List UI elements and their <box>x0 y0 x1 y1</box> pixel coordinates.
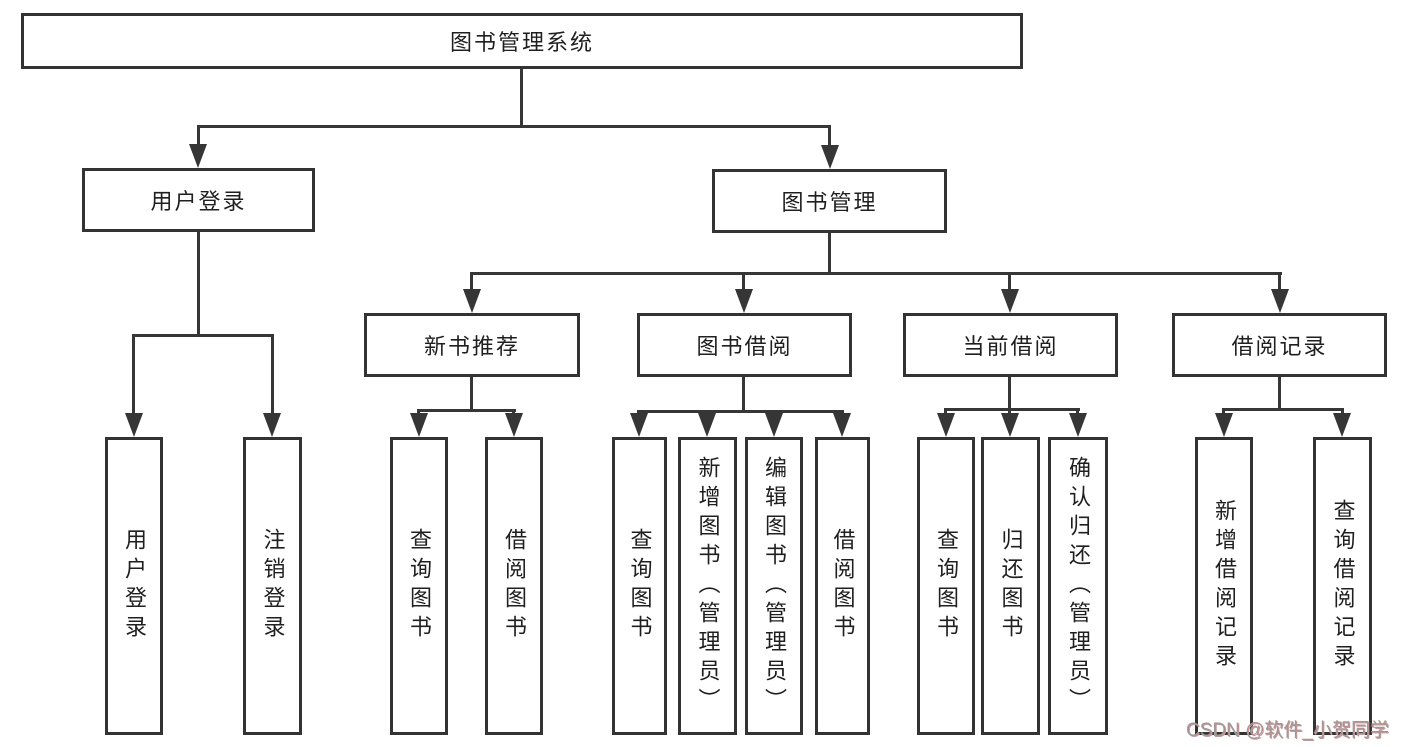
connector-leaf-stem <box>271 334 274 414</box>
connector-leaf-stem <box>1008 408 1011 414</box>
node-current-borrow: 当前借阅 <box>903 313 1118 377</box>
node-book-management-label: 图书管理 <box>781 190 878 215</box>
arrow-down-icon <box>505 413 523 437</box>
connector-book-mgmt-stem <box>828 233 831 272</box>
leaf-borrow-books-recommend: 借阅图书 <box>485 437 543 735</box>
leaf-borrow-books-label: 借阅图书 <box>830 528 856 644</box>
csdn-watermark: CSDN @软件_小贺同学 <box>1186 720 1389 741</box>
leaf-query-books-current-label: 查询图书 <box>934 528 959 644</box>
connector-book-mgmt-bus <box>470 272 1282 275</box>
node-book-management: 图书管理 <box>712 169 947 233</box>
arrow-down-icon <box>630 413 648 437</box>
leaf-query-books-borrow: 查询图书 <box>612 437 667 735</box>
node-book-borrow: 图书借阅 <box>637 313 852 377</box>
node-root: 图书管理系统 <box>21 13 1023 69</box>
arrow-down-icon <box>463 289 481 313</box>
connector-leaf-stem <box>772 410 775 414</box>
connector-leaf-stem <box>470 272 473 290</box>
leaf-logout-label: 注销登录 <box>260 528 286 644</box>
connector-borrow-records-bus <box>1222 408 1344 411</box>
connector-to-book-mgmt-stem <box>828 125 831 146</box>
node-user-login-label: 用户登录 <box>150 189 247 214</box>
connector-leaf-stem <box>1222 408 1225 414</box>
connector-leaf-stem <box>1341 408 1344 414</box>
leaf-add-borrow-record: 新增借阅记录 <box>1195 437 1253 735</box>
connector-leaf-stem <box>1076 408 1079 414</box>
connector-leaf-stem <box>417 409 420 414</box>
arrow-down-icon <box>937 413 955 437</box>
leaf-query-books-current: 查询图书 <box>917 437 975 735</box>
node-user-login: 用户登录 <box>82 168 315 232</box>
leaf-user-login-label: 用户登录 <box>122 528 147 644</box>
leaf-edit-book-admin-label: 编辑图书（管理员） <box>762 455 787 717</box>
arrow-down-icon <box>263 413 281 437</box>
connector-to-user-login-stem <box>197 125 200 145</box>
arrow-down-icon <box>833 413 851 437</box>
leaf-borrow-books: 借阅图书 <box>815 437 870 735</box>
leaf-return-book: 归还图书 <box>981 437 1040 735</box>
connector-root-bus <box>197 125 831 128</box>
leaf-add-book-admin: 新增图书（管理员） <box>678 437 737 735</box>
connector-book-borrow-stem <box>742 377 745 410</box>
connector-leaf-stem <box>132 334 135 414</box>
leaf-add-borrow-record-label: 新增借阅记录 <box>1212 499 1237 673</box>
leaf-borrow-books-recommend-label: 借阅图书 <box>502 528 527 644</box>
leaf-logout: 注销登录 <box>243 437 302 735</box>
leaf-add-book-admin-label: 新增图书（管理员） <box>695 455 721 717</box>
arrow-down-icon <box>189 144 207 168</box>
leaf-query-borrow-record: 查询借阅记录 <box>1313 437 1372 735</box>
arrow-down-icon <box>821 145 839 169</box>
node-borrow-records-label: 借阅记录 <box>1231 334 1328 359</box>
arrow-down-icon <box>698 413 716 437</box>
connector-new-book-bus <box>417 409 516 412</box>
node-current-borrow-label: 当前借阅 <box>962 334 1059 359</box>
connector-new-book-stem <box>470 377 473 409</box>
leaf-confirm-return-admin: 确认归还（管理员） <box>1048 437 1108 735</box>
connector-leaf-stem <box>742 272 745 290</box>
connector-leaf-stem <box>637 410 640 414</box>
connector-leaf-stem <box>944 408 947 414</box>
connector-leaf-stem <box>706 410 709 414</box>
arrow-down-icon <box>735 289 753 313</box>
leaf-user-login: 用户登录 <box>105 437 163 735</box>
node-new-book-recommend: 新书推荐 <box>364 313 580 377</box>
leaf-query-books-recommend-label: 查询图书 <box>407 528 432 644</box>
arrow-down-icon <box>1333 413 1351 437</box>
connector-user-login-bus <box>132 334 274 337</box>
arrow-down-icon <box>1215 413 1233 437</box>
connector-current-borrow-stem <box>1008 377 1011 408</box>
connector-book-borrow-bus <box>637 410 844 413</box>
connector-borrow-records-stem <box>1278 377 1281 408</box>
arrow-down-icon <box>1069 413 1087 437</box>
connector-leaf-stem <box>841 410 844 414</box>
arrow-down-icon <box>765 413 783 437</box>
node-root-label: 图书管理系统 <box>449 30 594 55</box>
leaf-confirm-return-admin-label: 确认归还（管理员） <box>1066 455 1091 717</box>
node-book-borrow-label: 图书借阅 <box>696 334 793 359</box>
leaf-query-borrow-record-label: 查询借阅记录 <box>1330 499 1356 673</box>
arrow-down-icon <box>1271 289 1289 313</box>
connector-user-login-stem <box>197 232 200 334</box>
node-new-book-recommend-label: 新书推荐 <box>423 334 520 359</box>
arrow-down-icon <box>410 413 428 437</box>
connector-current-borrow-bus <box>944 408 1080 411</box>
arrow-down-icon <box>1001 413 1019 437</box>
connector-leaf-stem <box>512 409 515 414</box>
node-borrow-records: 借阅记录 <box>1172 313 1387 377</box>
leaf-return-book-label: 归还图书 <box>998 528 1024 644</box>
connector-root-stem <box>520 69 523 125</box>
leaf-query-books-borrow-label: 查询图书 <box>627 528 653 644</box>
arrow-down-icon <box>1001 289 1019 313</box>
connector-leaf-stem <box>1008 272 1011 290</box>
connector-leaf-stem <box>1278 272 1281 290</box>
arrow-down-icon <box>125 413 143 437</box>
leaf-query-books-recommend: 查询图书 <box>390 437 448 735</box>
leaf-edit-book-admin: 编辑图书（管理员） <box>745 437 803 735</box>
